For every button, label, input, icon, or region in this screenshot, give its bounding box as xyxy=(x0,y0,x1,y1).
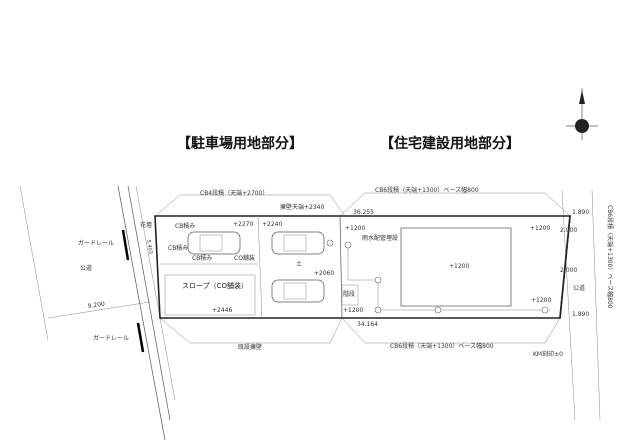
label: 擁壁天端+2340 xyxy=(280,203,324,211)
label: CB積み xyxy=(168,244,188,252)
house-footprint xyxy=(400,227,512,307)
label: CB6段積（天端+1300）ベース幅800 xyxy=(606,205,614,309)
level: +1200 xyxy=(530,225,550,232)
road-lines xyxy=(19,185,601,441)
label: 雨水配管埋設 xyxy=(362,234,398,242)
dimension: 1.890 xyxy=(572,311,589,318)
label: 公道 xyxy=(573,284,585,292)
label: CB積み xyxy=(175,222,195,230)
dimension: 5.403 xyxy=(145,239,153,254)
guardrail-top xyxy=(121,229,130,261)
dimension: 9.200 xyxy=(87,301,105,310)
dimension: 2.000 xyxy=(560,267,577,274)
housing-area-title: 【住宅建設用地部分】 xyxy=(380,135,520,152)
label: ガードレール xyxy=(78,239,114,247)
level: +2240 xyxy=(262,221,282,228)
label: CB4段積（天端+2700） xyxy=(200,189,268,197)
label: 階段 xyxy=(343,290,355,298)
label: 土 xyxy=(296,260,302,268)
level: +1200 xyxy=(449,263,469,270)
dimension: 2.000 xyxy=(560,227,577,234)
car-icon xyxy=(271,231,325,255)
existing-wall-outline xyxy=(159,317,343,344)
label: 公道 xyxy=(80,264,92,272)
label: KM刻印±0 xyxy=(533,350,563,358)
label: CB6段積（天端+1300）ベース幅800 xyxy=(390,342,494,350)
label: ガードレール xyxy=(93,334,129,342)
level: +2446 xyxy=(212,307,232,314)
label: 既設擁壁 xyxy=(238,343,262,351)
level: +1200 xyxy=(343,307,363,314)
slope-area xyxy=(164,274,256,316)
level: +2060 xyxy=(314,270,334,277)
dimension: 36.255 xyxy=(353,209,374,216)
level: +2270 xyxy=(233,221,253,228)
level: +1200 xyxy=(531,297,551,304)
dimension: 34.164 xyxy=(357,321,378,328)
stairs xyxy=(341,284,359,306)
lot-boundary xyxy=(154,215,571,319)
lot-divider xyxy=(339,215,343,319)
north-compass-icon xyxy=(566,88,598,140)
label: スロープ（CO舗装） xyxy=(182,281,248,290)
label: CO舗装 xyxy=(234,254,255,262)
car-icon xyxy=(271,279,325,303)
guardrail-bottom xyxy=(136,322,145,353)
parking-area-title: 【駐車場用地部分】 xyxy=(177,135,303,152)
level: +1200 xyxy=(345,225,365,232)
cb6-top-outline xyxy=(339,192,571,217)
car-icon xyxy=(187,231,241,255)
label: CB6段積（天端+1300）ベース幅800 xyxy=(375,186,479,194)
label: 花壇 xyxy=(140,221,152,229)
dimension: 1.890 xyxy=(572,209,589,216)
label: CB積み xyxy=(192,254,212,262)
